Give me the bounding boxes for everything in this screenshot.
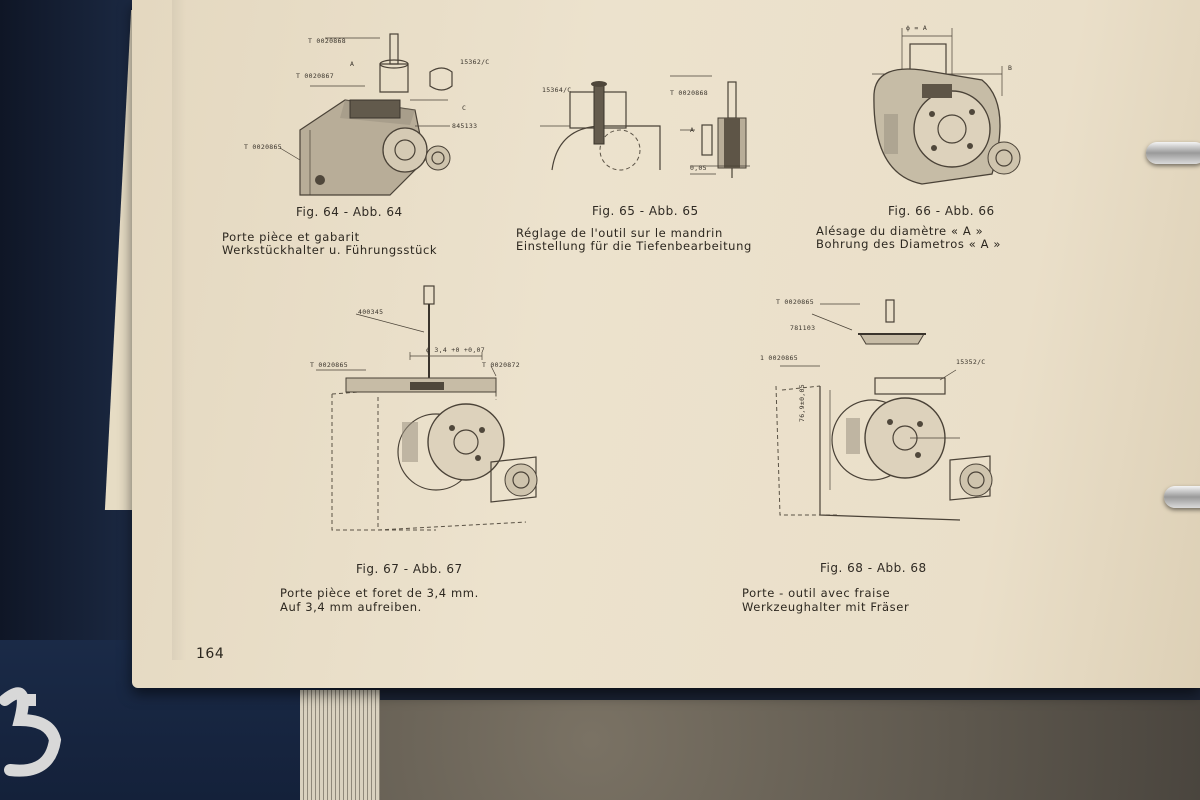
figure-65-illustration: 15364/C T 0020868 A 0,05 (540, 70, 770, 180)
figure-64-label: Fig. 64 - Abb. 64 (296, 205, 403, 219)
figure-64-illustration: T 0020868 T 0020867 T 0020865 15362/C 84… (240, 30, 489, 200)
page-number: 164 (196, 646, 225, 662)
part-number: ϕ 3,4 +0 +0,07 (426, 346, 485, 354)
part-number: A (690, 126, 695, 134)
part-number: T 0020865 (310, 361, 348, 369)
part-number: 1 0020865 (760, 354, 798, 362)
binder-ring-lower (1164, 486, 1200, 508)
figure-68-caption-de: Werkzeughalter mit Fräser (742, 600, 910, 614)
part-number: T 0020868 (670, 89, 708, 97)
figure-65-caption-de: Einstellung für die Tiefenbearbeitung (516, 239, 752, 253)
part-number: T 0020865 (776, 298, 814, 306)
part-number: 15362/C (460, 58, 490, 66)
part-number: ϕ = A (906, 24, 928, 32)
figure-64-caption-fr: Porte pièce et gabarit (222, 230, 360, 244)
part-number: T 0020872 (482, 361, 520, 369)
part-number: 15364/C (542, 86, 572, 94)
part-number: 15352/C (956, 358, 986, 366)
figure-66-caption-de: Bohrung des Diametros « A » (816, 237, 1001, 251)
figure-67-illustration: 400345 T 0020865 T 0020872 ϕ 3,4 +0 +0,0… (306, 282, 556, 554)
part-number: 400345 (358, 308, 384, 316)
figure-66-illustration: ϕ = A B (862, 24, 1032, 194)
figure-65-caption-fr: Réglage de l'outil sur le mandrin (516, 226, 723, 240)
dimension-label: 76,9±0,05 (798, 384, 806, 422)
part-number: C (462, 104, 467, 112)
figure-67-caption-fr: Porte pièce et foret de 3,4 mm. (280, 586, 479, 600)
figure-67-caption-de: Auf 3,4 mm aufreiben. (280, 600, 422, 614)
manual-page (132, 0, 1200, 688)
figure-66-caption-fr: Alésage du diamètre « A » (816, 224, 984, 238)
part-number: T 0020867 (296, 72, 334, 80)
part-number: A (350, 60, 355, 68)
figure-65-label: Fig. 65 - Abb. 65 (592, 204, 699, 218)
figure-68-label: Fig. 68 - Abb. 68 (820, 561, 927, 575)
part-number: T 0020868 (308, 37, 346, 45)
binder-logo-icon (0, 687, 62, 777)
part-number: 781103 (790, 324, 816, 332)
figure-64-caption-de: Werkstückhalter u. Führungsstück (222, 243, 438, 257)
figure-66-label: Fig. 66 - Abb. 66 (888, 204, 995, 218)
figure-67-label: Fig. 67 - Abb. 67 (356, 562, 463, 576)
part-number: B (1008, 64, 1013, 72)
part-number: 845133 (452, 122, 478, 130)
figure-68-caption-fr: Porte - outil avec fraise (742, 586, 891, 600)
page-stack-edges (300, 690, 380, 800)
part-number: 0,05 (690, 164, 707, 172)
figure-68-illustration: T 0020865 781103 1 0020865 15352/C 76,9±… (760, 290, 1010, 530)
binder-ring-upper (1146, 142, 1200, 164)
floor-background (330, 700, 1200, 800)
part-number: T 0020865 (244, 143, 282, 151)
